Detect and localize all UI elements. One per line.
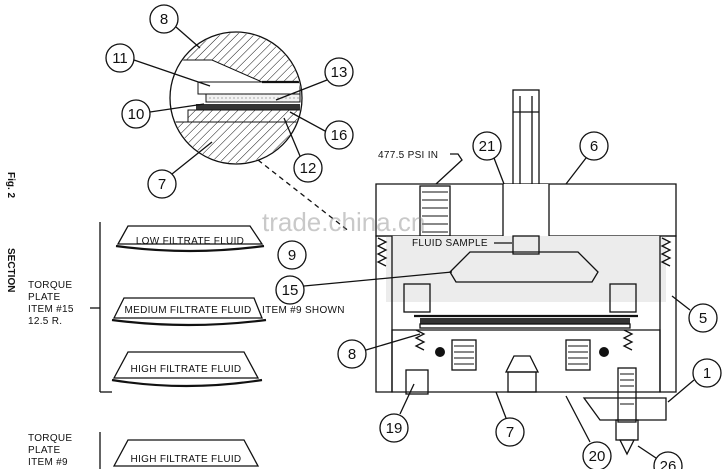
svg-text:5: 5 — [699, 310, 707, 327]
callout-21: 21 — [472, 131, 505, 185]
callout-15: 15 — [275, 271, 453, 305]
svg-text:6: 6 — [590, 138, 598, 155]
svg-text:LOW FILTRATE FLUID: LOW FILTRATE FLUID — [136, 236, 244, 247]
svg-text:21: 21 — [479, 138, 496, 155]
callout-7: 7 — [495, 391, 525, 447]
section-label: SECTION — [5, 248, 16, 292]
cell-assembly: FLUID SAMPLE — [375, 89, 677, 456]
callout-8: 8 — [337, 333, 421, 369]
callout-11: 11 — [105, 43, 211, 87]
svg-text:ITEM #9: ITEM #9 — [28, 457, 68, 468]
callout-1: 1 — [667, 358, 722, 403]
svg-text:MEDIUM FILTRATE FLUID: MEDIUM FILTRATE FLUID — [124, 305, 251, 316]
plate-high-filtrate-2: HIGH FILTRATE FLUID — [112, 439, 260, 467]
callout-5: 5 — [671, 295, 718, 333]
watermark-text: trade.china.cn — [262, 207, 425, 237]
svg-text:1: 1 — [703, 365, 711, 382]
svg-text:26: 26 — [660, 458, 677, 469]
detail-leader-dashed — [257, 159, 351, 233]
torque-plate-group-15: TORQUE PLATE ITEM #15 12.5 R. — [28, 222, 112, 393]
svg-text:19: 19 — [386, 420, 403, 437]
callout-8-top: 8 — [149, 4, 201, 49]
callout-19: 19 — [379, 383, 415, 443]
callout-16: 16 — [289, 111, 354, 150]
svg-text:ITEM #15: ITEM #15 — [28, 304, 74, 315]
svg-text:12.5 R.: 12.5 R. — [28, 316, 62, 327]
fig-label: Fig. 2 — [5, 172, 16, 199]
svg-text:PLATE: PLATE — [28, 445, 60, 456]
svg-text:8: 8 — [348, 346, 356, 363]
svg-text:15: 15 — [282, 282, 299, 299]
fluid-sample-label: FLUID SAMPLE — [412, 238, 488, 249]
svg-text:HIGH FILTRATE FLUID: HIGH FILTRATE FLUID — [131, 364, 242, 375]
detail-view — [169, 31, 303, 165]
svg-text:PLATE: PLATE — [28, 292, 60, 303]
callout-9: 9 — [277, 240, 307, 270]
svg-text:16: 16 — [331, 127, 348, 144]
svg-text:HIGH FILTRATE FLUID: HIGH FILTRATE FLUID — [131, 454, 242, 465]
callout-12: 12 — [283, 117, 323, 183]
item9-shown-label: ITEM #9 SHOWN — [262, 305, 345, 316]
callout-13: 13 — [275, 57, 354, 101]
svg-text:7: 7 — [158, 176, 166, 193]
svg-text:TORQUE: TORQUE — [28, 280, 72, 291]
pressure-label: 477.5 PSI IN — [378, 150, 438, 161]
svg-text:7: 7 — [506, 424, 514, 441]
svg-text:13: 13 — [331, 64, 348, 81]
svg-text:8: 8 — [160, 11, 168, 28]
plate-low-filtrate: LOW FILTRATE FLUID — [115, 225, 265, 253]
svg-text:TORQUE: TORQUE — [28, 433, 72, 444]
torque-plate-group-9: TORQUE PLATE ITEM #9 — [28, 432, 101, 469]
svg-text:12: 12 — [300, 160, 317, 177]
callout-26: 26 — [637, 445, 683, 469]
svg-text:11: 11 — [112, 50, 128, 67]
plate-high-filtrate: HIGH FILTRATE FLUID — [111, 351, 263, 388]
callout-20: 20 — [565, 395, 612, 469]
pressure-arrow — [435, 153, 463, 185]
plate-medium-filtrate: MEDIUM FILTRATE FLUID — [111, 297, 267, 327]
svg-text:10: 10 — [128, 106, 145, 123]
callout-6: 6 — [565, 131, 609, 185]
svg-text:9: 9 — [288, 247, 296, 264]
callout-10: 10 — [121, 99, 205, 129]
callout-7-top: 7 — [147, 141, 213, 199]
svg-text:20: 20 — [589, 448, 606, 465]
